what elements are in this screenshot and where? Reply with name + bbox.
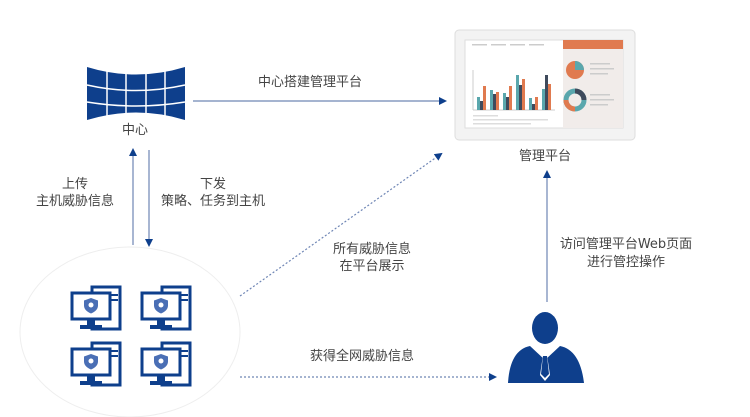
user-icon (508, 312, 584, 383)
video-wall-icon (86, 67, 186, 120)
arrow-display (239, 152, 443, 297)
access-label-2: 进行管控操作 (586, 255, 666, 270)
upload-label-2: 主机威胁信息 (35, 194, 115, 209)
hosts-group (19, 246, 241, 417)
display-label-2: 在平台展示 (339, 259, 405, 274)
center-to-platform-label: 中心搭建管理平台 (257, 75, 363, 90)
center-label: 中心 (121, 123, 149, 138)
get-info-label: 获得全网威胁信息 (309, 349, 415, 364)
management-platform-icon (454, 29, 636, 141)
access-label-1: 访问管理平台Web页面 (559, 237, 693, 252)
upload-label-1: 上传 (61, 177, 89, 192)
platform-label: 管理平台 (518, 149, 572, 164)
dispatch-label-2: 策略、任务到主机 (160, 194, 266, 209)
dispatch-label-1: 下发 (199, 177, 227, 192)
display-label-1: 所有威胁信息 (332, 242, 412, 257)
